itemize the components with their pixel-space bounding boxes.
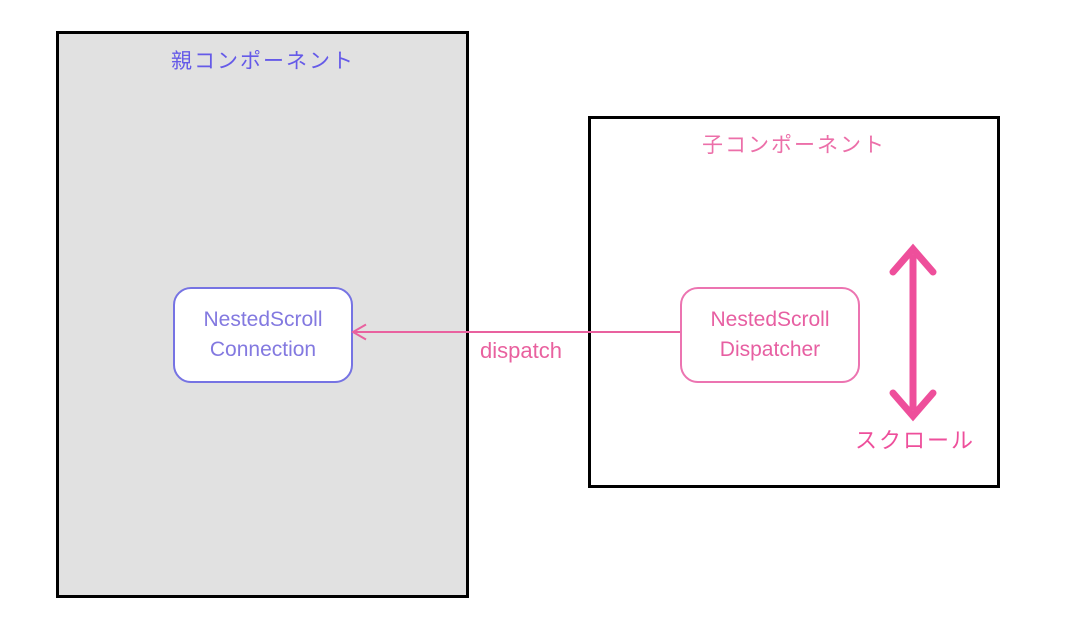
child-component-title: 子コンポーネント bbox=[702, 134, 886, 157]
connection-node-line1: NestedScroll bbox=[203, 308, 323, 331]
connection-node-line2: Connection bbox=[209, 338, 317, 361]
dispatcher-node-line1: NestedScroll bbox=[710, 308, 830, 331]
nested-scroll-connection-node: NestedScroll Connection bbox=[173, 287, 353, 383]
nested-scroll-dispatcher-node: NestedScroll Dispatcher bbox=[680, 287, 860, 383]
dispatch-label: dispatch bbox=[480, 338, 562, 363]
scroll-label: スクロール bbox=[854, 428, 975, 453]
parent-component-title: 親コンポーネント bbox=[171, 50, 355, 73]
dispatcher-node-line2: Dispatcher bbox=[719, 338, 821, 361]
